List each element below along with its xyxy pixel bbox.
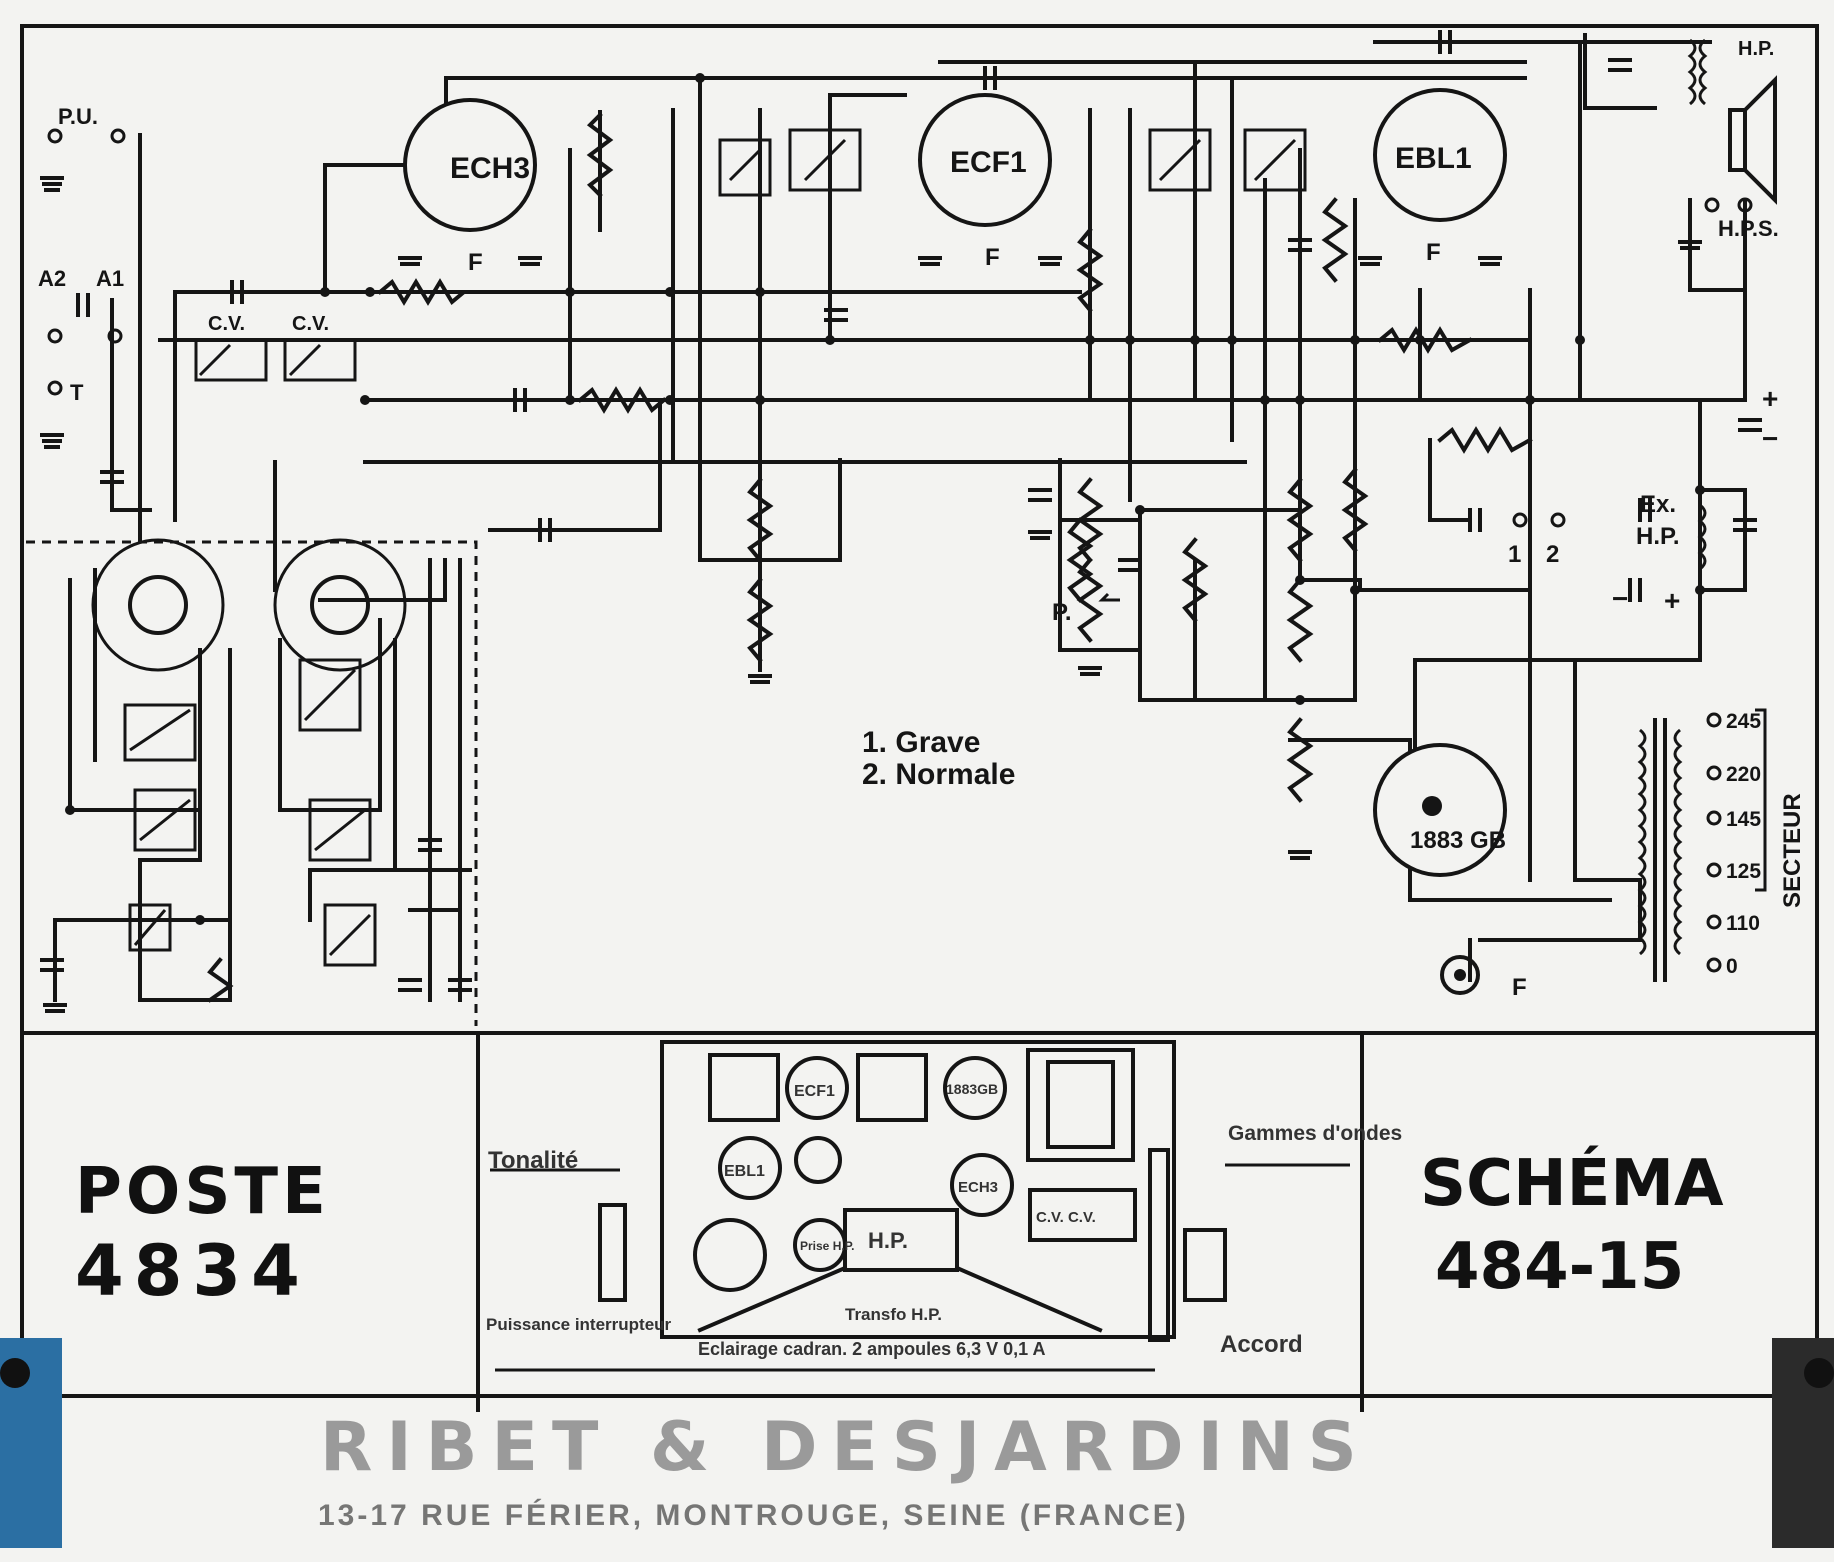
label-minus: − <box>1762 423 1778 454</box>
label-a1: A1 <box>96 266 124 291</box>
schema-label: SCHÉMA <box>1420 1145 1724 1221</box>
poste-number: 4834 <box>75 1230 310 1312</box>
chassis-cv: C.V. C.V. <box>1036 1209 1096 1226</box>
manufacturer-address: 13-17 RUE FÉRIER, MONTROUGE, SEINE (FRAN… <box>318 1498 1189 1532</box>
output-transformer <box>1687 38 1708 571</box>
label-cap-plus: + <box>1664 585 1680 616</box>
poste-label: POSTE <box>75 1155 330 1229</box>
label-filament-4: F <box>1512 974 1527 1001</box>
chassis-ecf1: ECF1 <box>794 1083 835 1100</box>
wave-switch-1 <box>91 538 225 672</box>
tube-label-ebl1: EBL1 <box>1395 142 1472 175</box>
power-transformer <box>1637 708 1767 982</box>
wiring <box>53 33 1747 1002</box>
label-hps: H.P.S. <box>1718 216 1779 241</box>
label-tonalite: Tonalité <box>488 1147 578 1174</box>
chassis-prise-hp: Prise H.P. <box>800 1239 854 1253</box>
voltage-tap-5: 0 <box>1726 955 1738 978</box>
label-gammes: Gammes d'ondes <box>1228 1122 1402 1145</box>
variable-capacitors <box>194 338 357 382</box>
schema-number: 484-15 <box>1435 1230 1684 1304</box>
tube-label-rectifier: 1883 GB <box>1410 827 1506 854</box>
label-t: T <box>70 380 84 405</box>
voltage-tap-4: 110 <box>1726 912 1760 935</box>
speaker-icon <box>1728 75 1777 205</box>
label-hp: H.P. <box>1738 38 1774 60</box>
tube-ecf1 <box>918 93 1052 227</box>
hps-terminals <box>1704 197 1753 213</box>
tube-label-ech3: ECH3 <box>450 152 530 185</box>
junction-dots <box>65 73 1705 925</box>
label-plus: + <box>1762 383 1778 414</box>
legend-normale: 2. Normale <box>862 758 1015 791</box>
chassis-layout <box>490 1040 1350 1372</box>
label-switch-1: 1 <box>1508 541 1521 568</box>
label-puissance: Puissance interrupteur <box>486 1315 672 1334</box>
manufacturer-name: RIBET & DESJARDINS <box>320 1408 1371 1487</box>
label-filament-1: F <box>468 249 483 276</box>
binder-clip-left <box>0 1338 62 1548</box>
label-potentiometer: P. <box>1052 599 1072 626</box>
volume-potentiometer <box>1076 557 1120 643</box>
tube-ebl1 <box>1373 88 1507 222</box>
label-ex-hp: H.P. <box>1636 523 1680 550</box>
legend-grave: 1. Grave <box>862 726 980 759</box>
label-accord: Accord <box>1220 1331 1303 1358</box>
label-switch-2: 2 <box>1546 541 1559 568</box>
voltage-taps <box>1706 712 1722 973</box>
label-pu: P.U. <box>58 104 98 129</box>
rectifier-cathode <box>1422 796 1442 816</box>
label-cv-2: C.V. <box>292 313 329 335</box>
label-transfo-hp: Transfo H.P. <box>845 1305 942 1324</box>
voltage-tap-0: 245 <box>1726 710 1761 733</box>
tube-label-ecf1: ECF1 <box>950 146 1027 179</box>
label-filament-2: F <box>985 244 1000 271</box>
outer-frame <box>20 24 1819 1398</box>
input-terminals <box>47 128 126 396</box>
label-ex: Ex. <box>1640 491 1676 518</box>
chassis-1883: 1883GB <box>946 1081 998 1097</box>
ground-symbols <box>40 176 1702 1013</box>
resistors <box>207 112 1533 1003</box>
label-chassis-hp: H.P. <box>868 1228 908 1253</box>
rf-coils <box>123 658 377 967</box>
chassis-ech3: ECH3 <box>958 1179 998 1196</box>
label-cv-1: C.V. <box>208 313 245 335</box>
label-filament-3: F <box>1426 239 1441 266</box>
voltage-tap-1: 220 <box>1726 763 1761 786</box>
label-secteur: SECTEUR <box>1779 793 1806 908</box>
tone-switch <box>1512 512 1566 528</box>
pilot-lamp-icon <box>1440 955 1480 995</box>
tube-ech3 <box>403 98 537 232</box>
label-eclairage: Eclairage cadran. 2 ampoules 6,3 V 0,1 A <box>698 1339 1046 1359</box>
binder-clip-right <box>1772 1338 1834 1548</box>
capacitors <box>40 30 1762 992</box>
voltage-tap-2: 145 <box>1726 808 1761 831</box>
wave-switch-2 <box>273 538 407 672</box>
label-cap-minus: − <box>1612 583 1628 614</box>
voltage-tap-3: 125 <box>1726 860 1761 883</box>
label-a2: A2 <box>38 266 66 291</box>
chassis-ebl1: EBL1 <box>724 1163 765 1180</box>
if-transformers <box>718 128 1307 197</box>
